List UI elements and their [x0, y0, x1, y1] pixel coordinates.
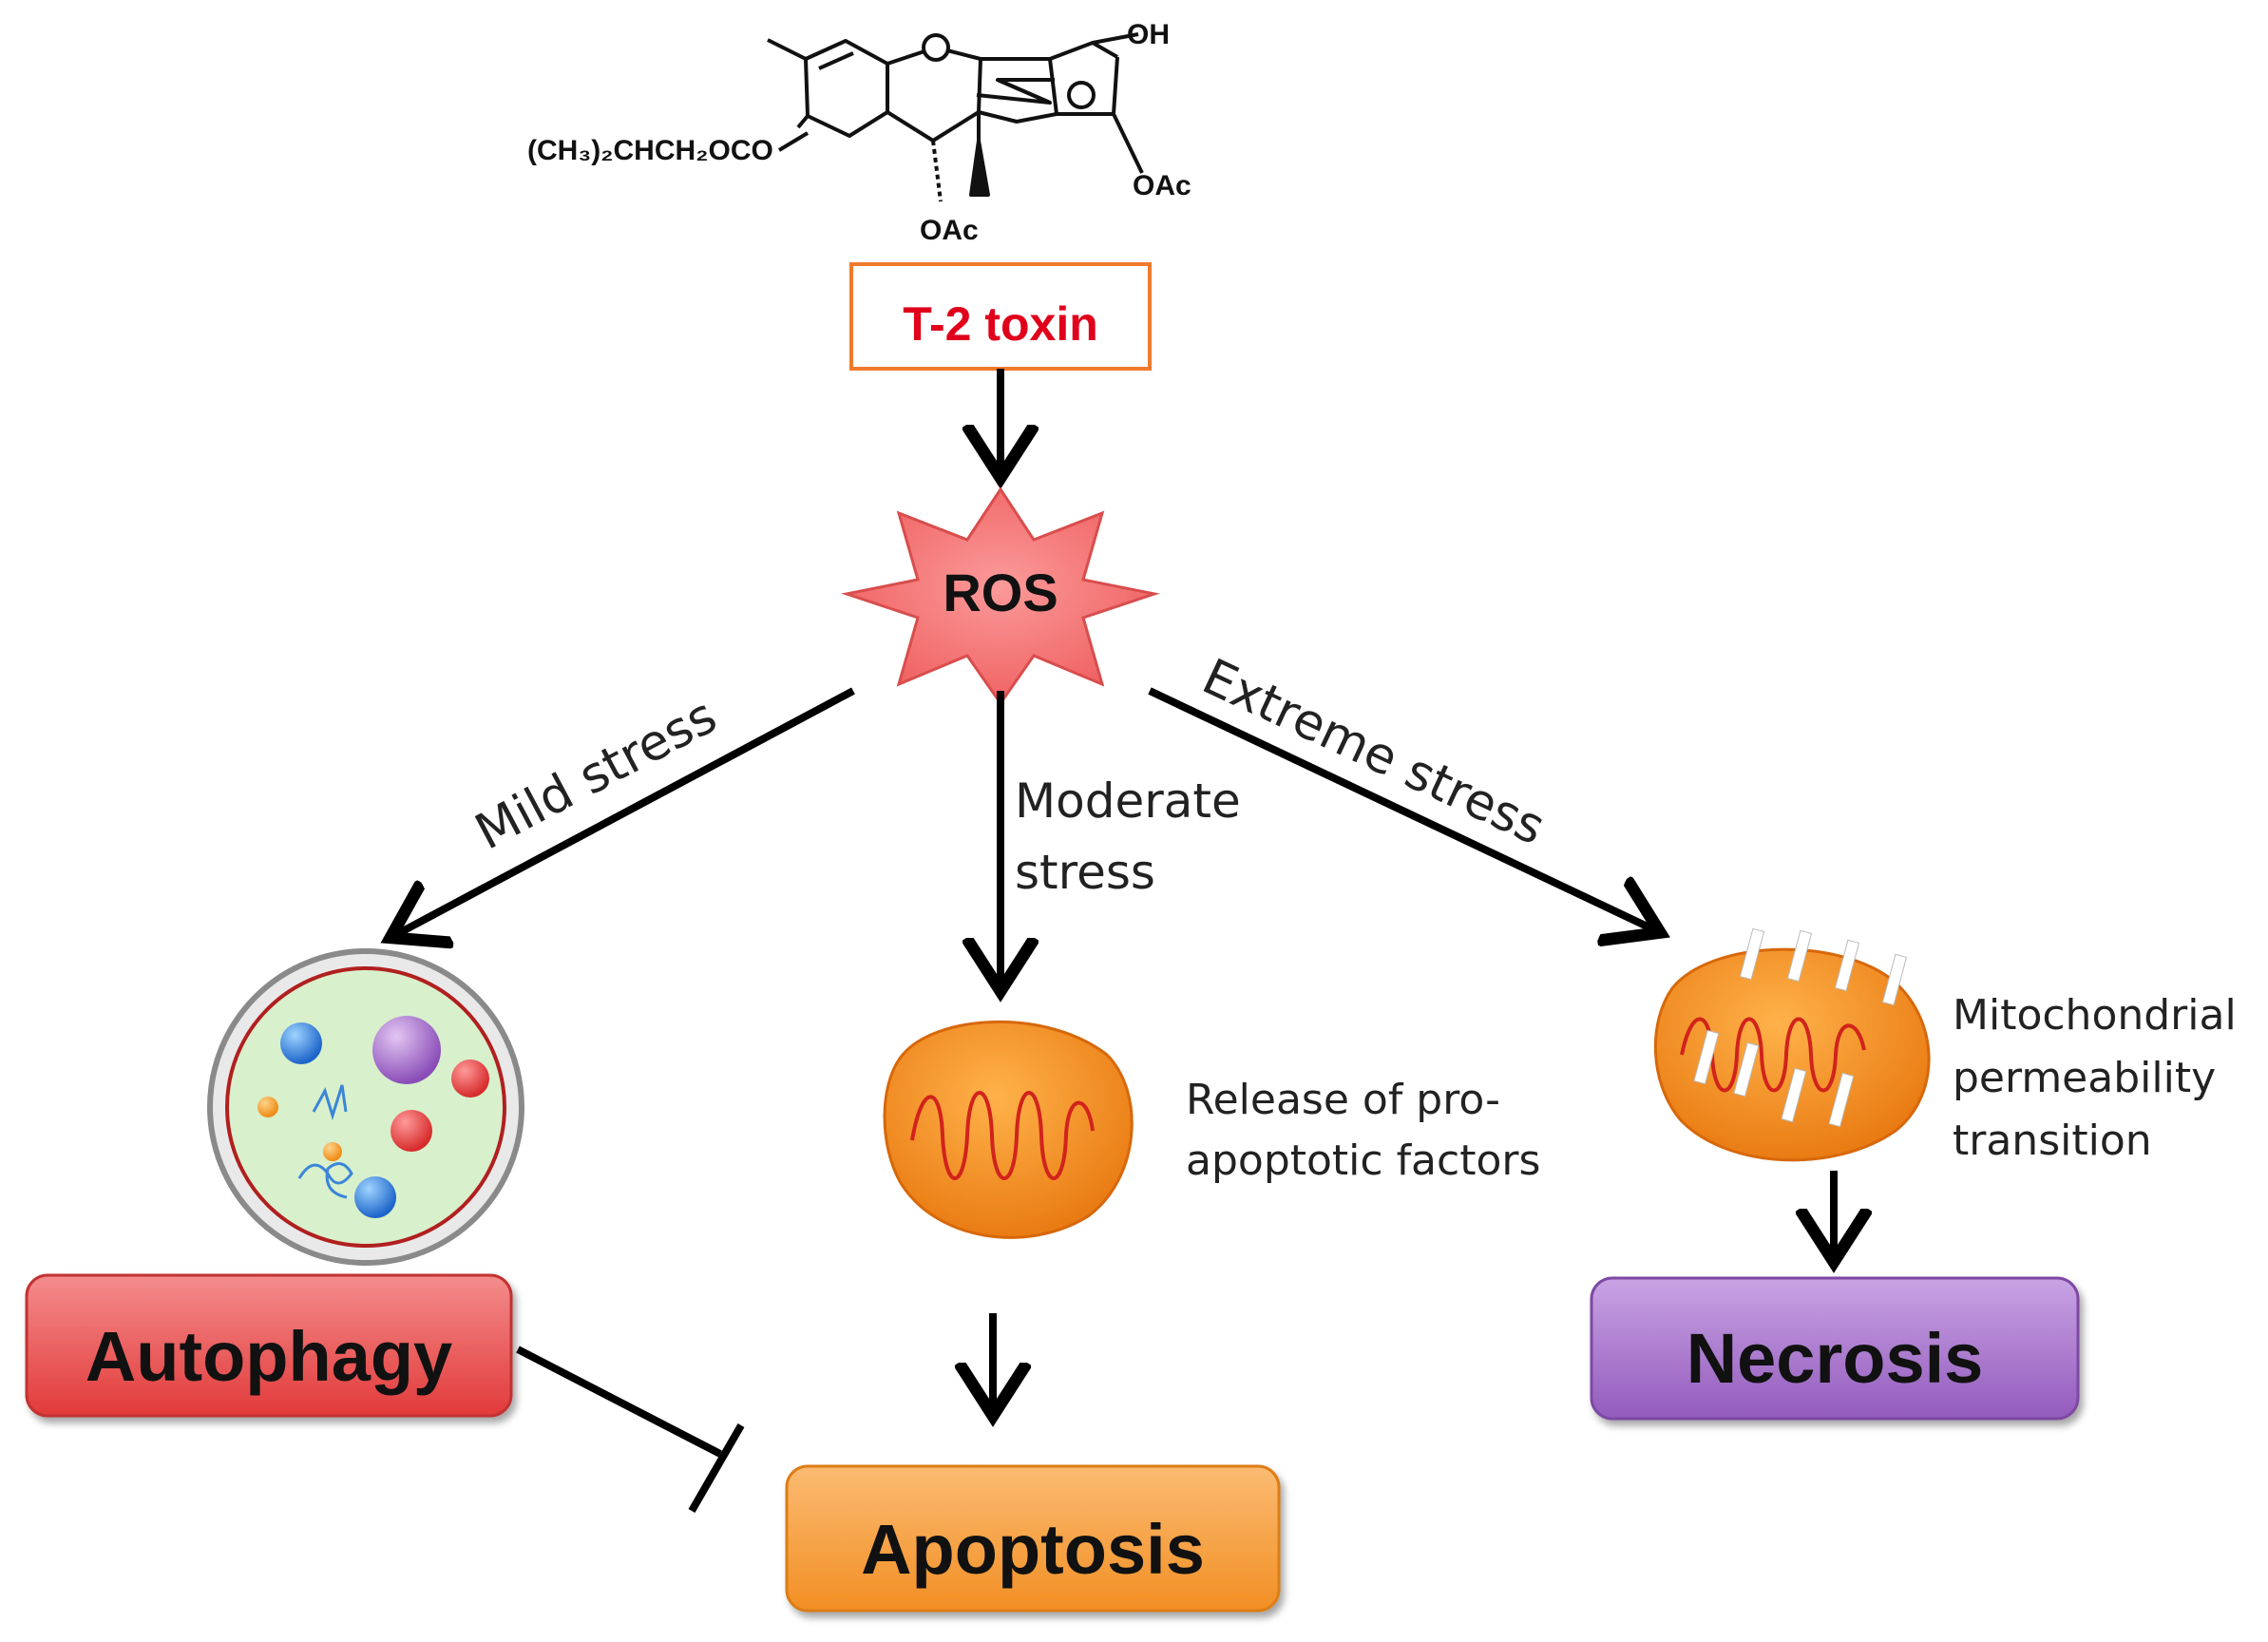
debris-squiggle-1 [312, 1084, 348, 1121]
oac-bottom-label: OAc [920, 215, 979, 246]
moderate-stress-label-line1: Moderate [1015, 773, 1241, 829]
blue-vesicle-1 [280, 1022, 322, 1064]
necrosis-box [1590, 1276, 2080, 1421]
autophagy-box [25, 1273, 513, 1418]
autophagy-label: Autophagy [86, 1317, 452, 1396]
mpt-label-line3: transition [1953, 1117, 2152, 1165]
mild-stress-label: Mild stress [467, 687, 726, 861]
orange-vesicle-1 [257, 1097, 278, 1117]
t2-toxin-label: T-2 toxin [903, 297, 1098, 351]
mitochondrion-apoptosis [883, 1021, 1134, 1239]
extreme-stress-label: Extreme stress [1194, 648, 1553, 856]
oh-label: OH [1127, 19, 1170, 50]
red-vesicle-2 [391, 1110, 432, 1152]
orange-vesicle-2 [323, 1142, 342, 1161]
ring-oxygen-2 [1067, 81, 1096, 109]
substituent-label: (CH₃)₂CHCH₂OCO [527, 135, 773, 166]
moderate-stress-label-line2: stress [1015, 845, 1155, 900]
t2-toxin-structure [767, 32, 1144, 202]
t2-toxin-box [849, 262, 1152, 371]
mpt-label-line2: permeability [1953, 1054, 2216, 1102]
arrow-mild-stress [397, 687, 855, 934]
apoptosis-box [785, 1464, 1281, 1613]
purple-vesicle [372, 1016, 441, 1084]
release-label-line1: Release of pro- [1186, 1076, 1500, 1124]
ros-label: ROS [943, 563, 1058, 622]
blue-vesicle-2 [354, 1176, 396, 1218]
autophagosome-illustration [207, 948, 524, 1266]
substituent-bond [777, 131, 810, 152]
inhibition-line [516, 1346, 722, 1458]
oac-right-label: OAc [1133, 170, 1191, 201]
release-label-line2: apoptotic factors [1186, 1136, 1540, 1185]
inhibition-bar [688, 1422, 745, 1514]
arrow-extreme-stress [1148, 687, 1653, 929]
ring-oxygen-1 [922, 33, 950, 62]
red-vesicle-1 [451, 1060, 489, 1098]
mitochondrion-necrosis [1653, 927, 1931, 1162]
necrosis-label: Necrosis [1687, 1319, 1984, 1398]
mpt-label-line1: Mitochondrial [1953, 991, 2237, 1040]
apoptosis-label: Apoptosis [861, 1510, 1205, 1589]
debris-squiggle-2 [297, 1162, 353, 1199]
